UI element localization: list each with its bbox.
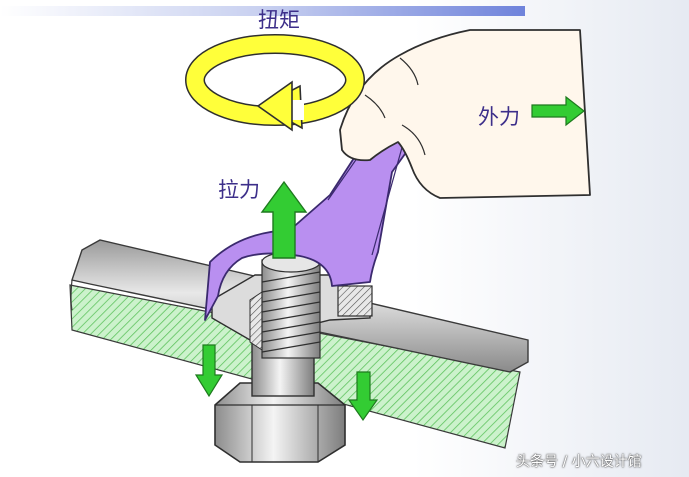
tension-arrow — [260, 180, 308, 259]
tension-label: 拉力 — [218, 178, 260, 202]
watermark: 头条号 / 小六设计馆 — [516, 454, 642, 470]
external-force-arrow — [531, 95, 585, 127]
torque-ring-arrow — [185, 34, 365, 132]
hand — [339, 29, 591, 199]
down-arrow-left — [194, 344, 224, 398]
title-bar — [0, 6, 525, 16]
torque-label: 扭矩 — [258, 8, 300, 32]
external-force-label: 外力 — [478, 105, 520, 129]
down-arrow-right — [347, 371, 379, 422]
threaded-bolt — [261, 251, 321, 359]
